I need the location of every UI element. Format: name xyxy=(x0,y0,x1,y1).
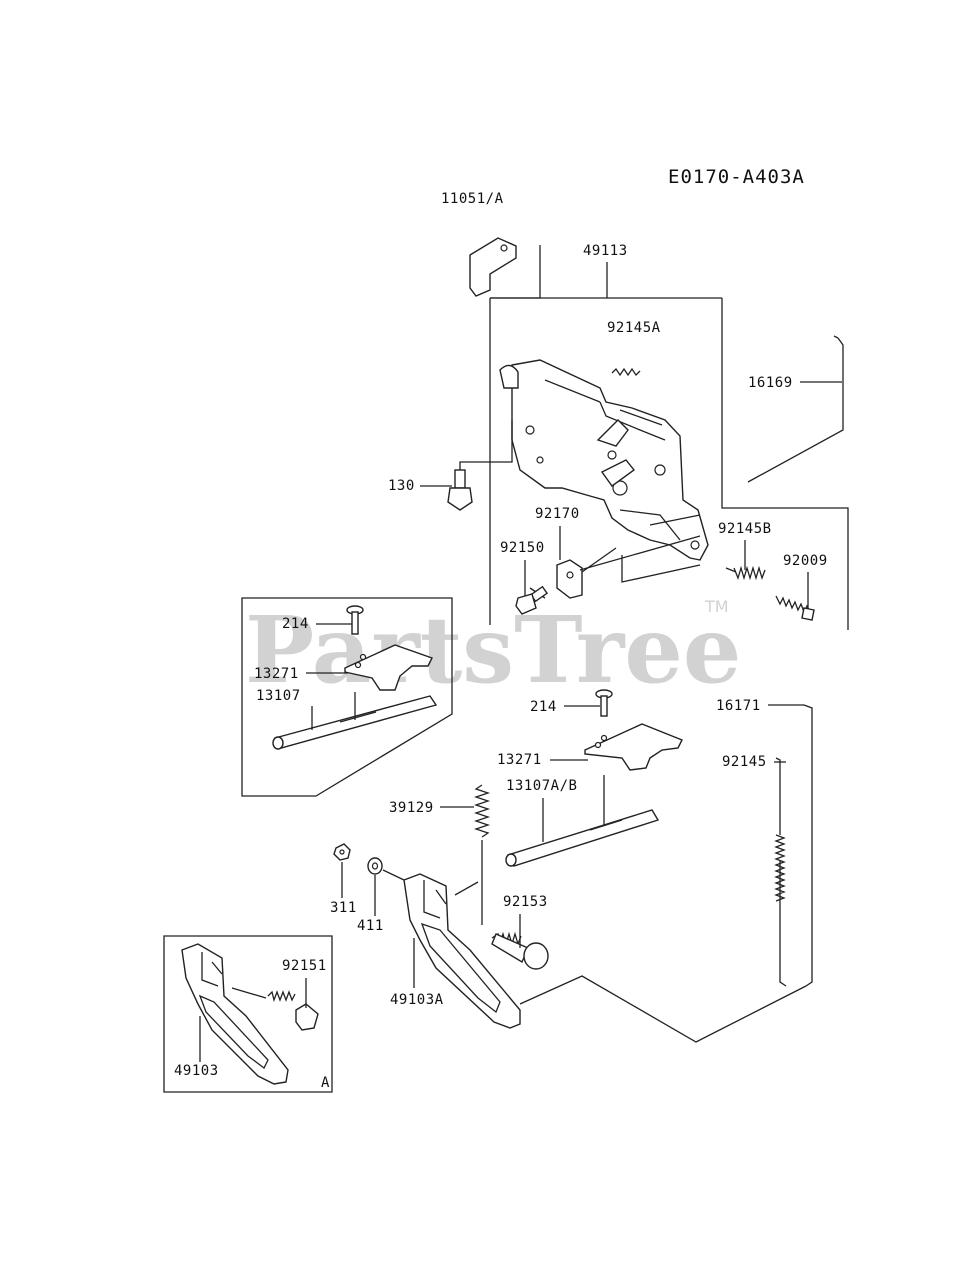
label-49103[interactable]: 49103 xyxy=(174,1063,219,1079)
part-plate-13271[interactable] xyxy=(584,723,683,771)
label-130[interactable]: 130 xyxy=(388,478,415,494)
label-214[interactable]: 214 xyxy=(530,699,557,715)
part-spring-92145b[interactable] xyxy=(725,565,766,581)
part-lever-49103a[interactable] xyxy=(403,873,521,1029)
part-shaft-13107[interactable] xyxy=(272,692,438,750)
label-214-inset[interactable]: 214 xyxy=(282,616,309,632)
label-311[interactable]: 311 xyxy=(330,900,357,916)
part-screw-214[interactable] xyxy=(595,689,613,717)
label-49103a[interactable]: 49103A xyxy=(390,992,444,1008)
part-rod-16171[interactable] xyxy=(803,704,813,987)
label-39129[interactable]: 39129 xyxy=(389,800,434,816)
label-92145[interactable]: 92145 xyxy=(722,754,767,770)
leader-92153-link xyxy=(454,881,479,896)
part-rod-16169[interactable] xyxy=(747,335,844,483)
label-13107[interactable]: 13107 xyxy=(256,688,301,704)
label-92150[interactable]: 92150 xyxy=(500,540,545,556)
leader-411 xyxy=(374,869,405,916)
inset-box-13107 xyxy=(241,597,453,797)
label-49113[interactable]: 49113 xyxy=(583,243,628,259)
label-13271-inset[interactable]: 13271 xyxy=(254,666,299,682)
part-spring-39129[interactable] xyxy=(473,784,491,838)
part-nut-311[interactable] xyxy=(333,843,351,861)
part-screw-92009[interactable] xyxy=(775,595,815,621)
part-lever-49103[interactable] xyxy=(181,943,289,1085)
watermark: PartsTree xyxy=(245,596,741,704)
part-bolt-92153[interactable] xyxy=(491,931,549,970)
part-plate-13271-inset[interactable] xyxy=(344,644,433,691)
label-92009[interactable]: 92009 xyxy=(783,553,828,569)
label-13107ab[interactable]: 13107A/B xyxy=(506,778,577,794)
label-92170[interactable]: 92170 xyxy=(535,506,580,522)
part-screw-214-inset[interactable] xyxy=(346,605,364,635)
label-92151[interactable]: 92151 xyxy=(282,958,327,974)
label-92145a[interactable]: 92145A xyxy=(607,320,661,336)
lever-to-rod-link xyxy=(519,975,807,1043)
part-spring-92145[interactable] xyxy=(774,757,787,987)
part-bolt-92151[interactable] xyxy=(267,990,319,1031)
leader-49113 xyxy=(489,262,849,630)
panel-dash-lines xyxy=(621,514,701,583)
part-bolt-92150[interactable] xyxy=(515,585,549,615)
part-spring-92145a[interactable] xyxy=(611,367,641,377)
label-92145b[interactable]: 92145B xyxy=(718,521,772,537)
leader-130 xyxy=(420,420,513,487)
label-11051a[interactable]: 11051/A xyxy=(441,191,504,207)
diagram-code: E0170-A403A xyxy=(668,166,805,188)
label-16171[interactable]: 16171 xyxy=(716,698,761,714)
label-411[interactable]: 411 xyxy=(357,918,384,934)
label-13271[interactable]: 13271 xyxy=(497,752,542,768)
inset-box-a xyxy=(163,935,333,1093)
part-shaft-13107ab[interactable] xyxy=(505,775,660,867)
label-92153[interactable]: 92153 xyxy=(503,894,548,910)
part-bolt-130[interactable] xyxy=(447,469,473,511)
leader-92145b-link xyxy=(579,535,701,571)
part-washer-411[interactable] xyxy=(367,857,383,875)
label-16169[interactable]: 16169 xyxy=(748,375,793,391)
leader-92151 xyxy=(231,978,307,1008)
inset-marker-a: A xyxy=(321,1075,330,1091)
part-bracket-11051a[interactable] xyxy=(469,237,517,297)
part-control-panel-49113[interactable] xyxy=(499,359,709,561)
part-clip-92170[interactable] xyxy=(556,559,583,599)
trademark-mark: TM xyxy=(704,597,729,616)
